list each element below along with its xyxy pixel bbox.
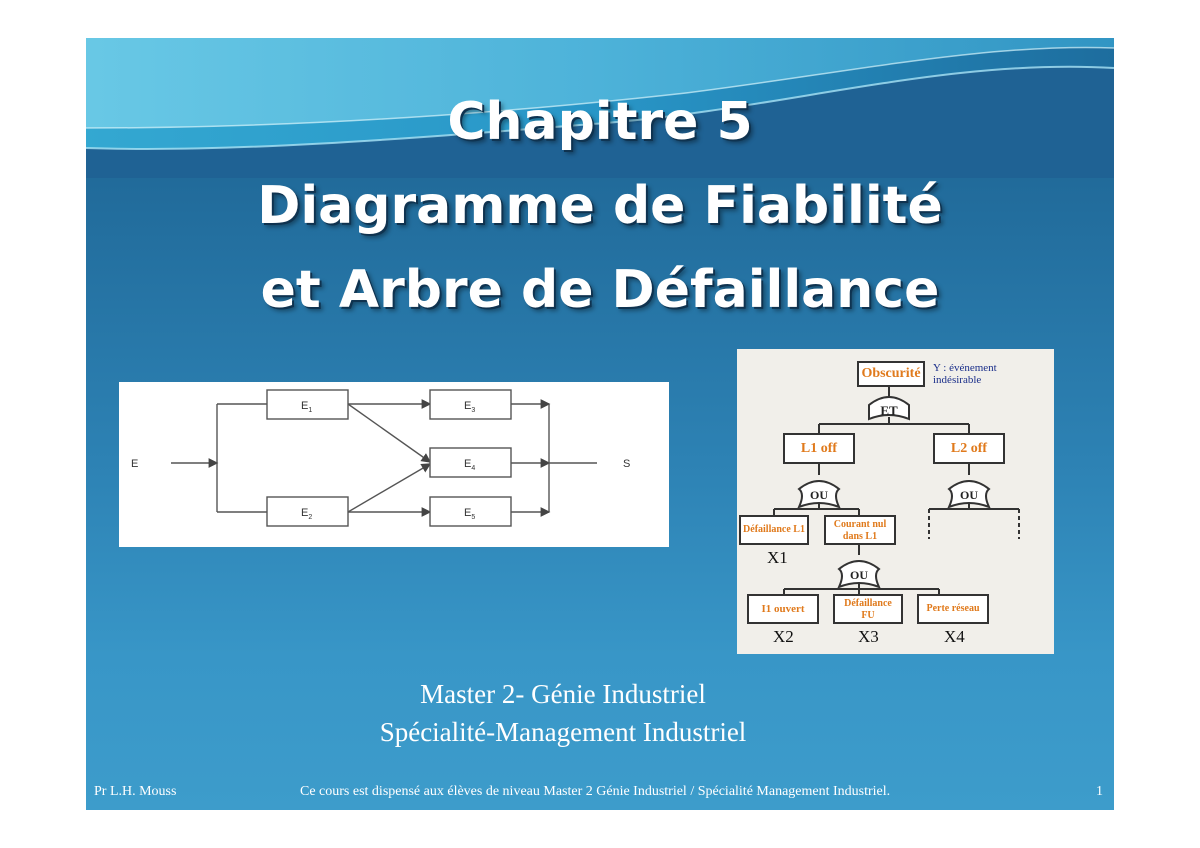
slide-title: Chapitre 5 Diagramme de Fiabilité et Arb… bbox=[86, 80, 1114, 332]
and-gate-label: ET bbox=[880, 403, 898, 418]
defaillance-l1-box: Défaillance L1 bbox=[739, 515, 809, 545]
slide: Chapitre 5 Diagramme de Fiabilité et Arb… bbox=[86, 38, 1114, 810]
title-line-1: Chapitre 5 bbox=[447, 92, 753, 152]
reliability-diagram: E S E1 E2 E3 E4 E5 bbox=[119, 382, 669, 547]
subtitle-line-1: Master 2- Génie Industriel bbox=[420, 679, 706, 709]
rbd-block-e3: E3 bbox=[464, 400, 475, 414]
title-line-2: Diagramme de Fiabilité bbox=[257, 176, 943, 236]
top-event-note: Y : événement indésirable bbox=[933, 362, 997, 386]
or-gate-label-2: OU bbox=[960, 488, 978, 502]
rbd-block-e1: E1 bbox=[301, 400, 312, 414]
footer-author: Pr L.H. Mouss bbox=[94, 784, 177, 799]
rbd-input-label: E bbox=[131, 458, 138, 470]
courant-nul-box: Courant nul dans L1 bbox=[824, 515, 896, 545]
x4-label: X4 bbox=[944, 627, 965, 646]
x2-label: X2 bbox=[773, 627, 794, 646]
rbd-block-e5: E5 bbox=[464, 507, 475, 521]
subtitle: Master 2- Génie Industriel Spécialité-Ma… bbox=[86, 675, 1040, 751]
top-event-box: Obscurité bbox=[857, 361, 925, 387]
defaillance-fu-box: Défaillance FU bbox=[833, 594, 903, 624]
l1-off-box: L1 off bbox=[783, 433, 855, 464]
footer-note: Ce cours est dispensé aux élèves de nive… bbox=[300, 784, 891, 799]
rbd-block-e4: E4 bbox=[464, 458, 475, 472]
page-number: 1 bbox=[1096, 784, 1103, 799]
footer: Pr L.H. Mouss Ce cours est dispensé aux … bbox=[86, 784, 1114, 804]
header-wave bbox=[86, 38, 1114, 178]
perte-reseau-box: Perte réseau bbox=[917, 594, 989, 624]
subtitle-line-2: Spécialité-Management Industriel bbox=[379, 717, 747, 747]
fault-tree: ET OU OU OU Obscurité Y : événement indé… bbox=[737, 349, 1054, 654]
or-gate-label-1: OU bbox=[810, 488, 828, 502]
x3-label: X3 bbox=[858, 627, 879, 646]
rbd-output-label: S bbox=[623, 458, 630, 470]
rbd-block-e2: E2 bbox=[301, 507, 312, 521]
title-line-3: et Arbre de Défaillance bbox=[260, 260, 940, 320]
l2-off-box: L2 off bbox=[933, 433, 1005, 464]
x1-label: X1 bbox=[767, 548, 788, 567]
i1-ouvert-box: I1 ouvert bbox=[747, 594, 819, 624]
or-gate-label-3: OU bbox=[850, 568, 868, 582]
